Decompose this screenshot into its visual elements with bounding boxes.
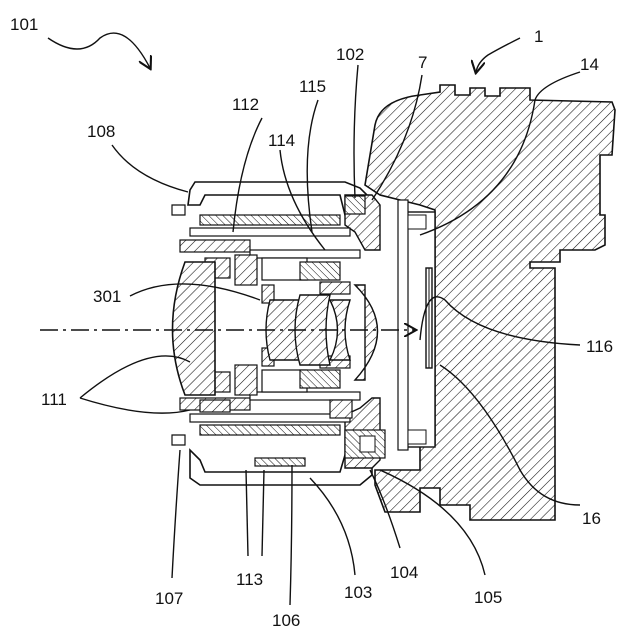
camera-body (365, 85, 615, 520)
label-102: 102 (336, 45, 364, 64)
label-301: 301 (93, 287, 121, 306)
label-14: 14 (580, 55, 599, 74)
label-108: 108 (87, 122, 115, 141)
label-101: 101 (10, 15, 38, 34)
label-111: 111 (41, 390, 67, 409)
label-103: 103 (344, 583, 372, 602)
label-116: 116 (586, 337, 613, 356)
label-105: 105 (474, 588, 502, 607)
label-7: 7 (418, 53, 427, 72)
label-106: 106 (272, 611, 300, 630)
label-113: 113 (236, 570, 263, 589)
label-112: 112 (232, 95, 259, 114)
front-lens (173, 262, 216, 395)
label-114: 114 (268, 131, 295, 150)
label-1: 1 (534, 27, 543, 46)
label-104: 104 (390, 563, 418, 582)
label-115: 115 (299, 77, 326, 96)
label-16: 16 (582, 509, 601, 528)
label-107: 107 (155, 589, 183, 608)
